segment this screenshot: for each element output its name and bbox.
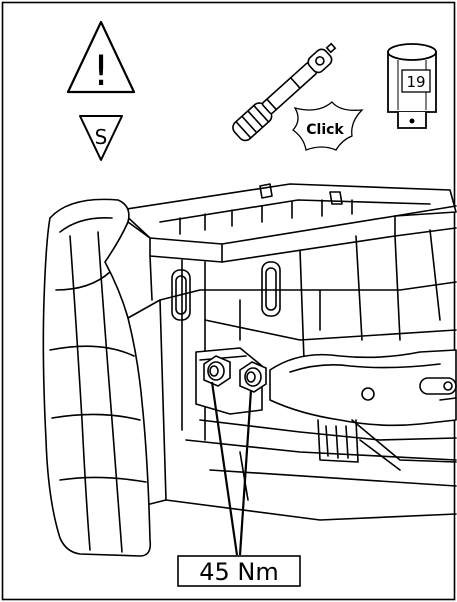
safety-triangle-icon: S [79,115,123,161]
socket-size-label: 19 [406,73,425,91]
bolt-right [239,361,267,393]
torque-wrench-icon [232,42,337,142]
click-label: Click [306,122,344,138]
safety-label: S [95,125,108,149]
warning-glyph: ! [93,46,110,95]
torque-value-label: 45 Nm [199,558,279,586]
torque-leader-lines [210,381,253,556]
bolt-left [203,355,231,387]
warning-triangle-icon: ! [66,20,136,95]
click-burst-icon: Click [292,101,364,151]
torque-value-callout: 45 Nm [177,555,301,587]
socket-icon: 19 [387,43,437,129]
